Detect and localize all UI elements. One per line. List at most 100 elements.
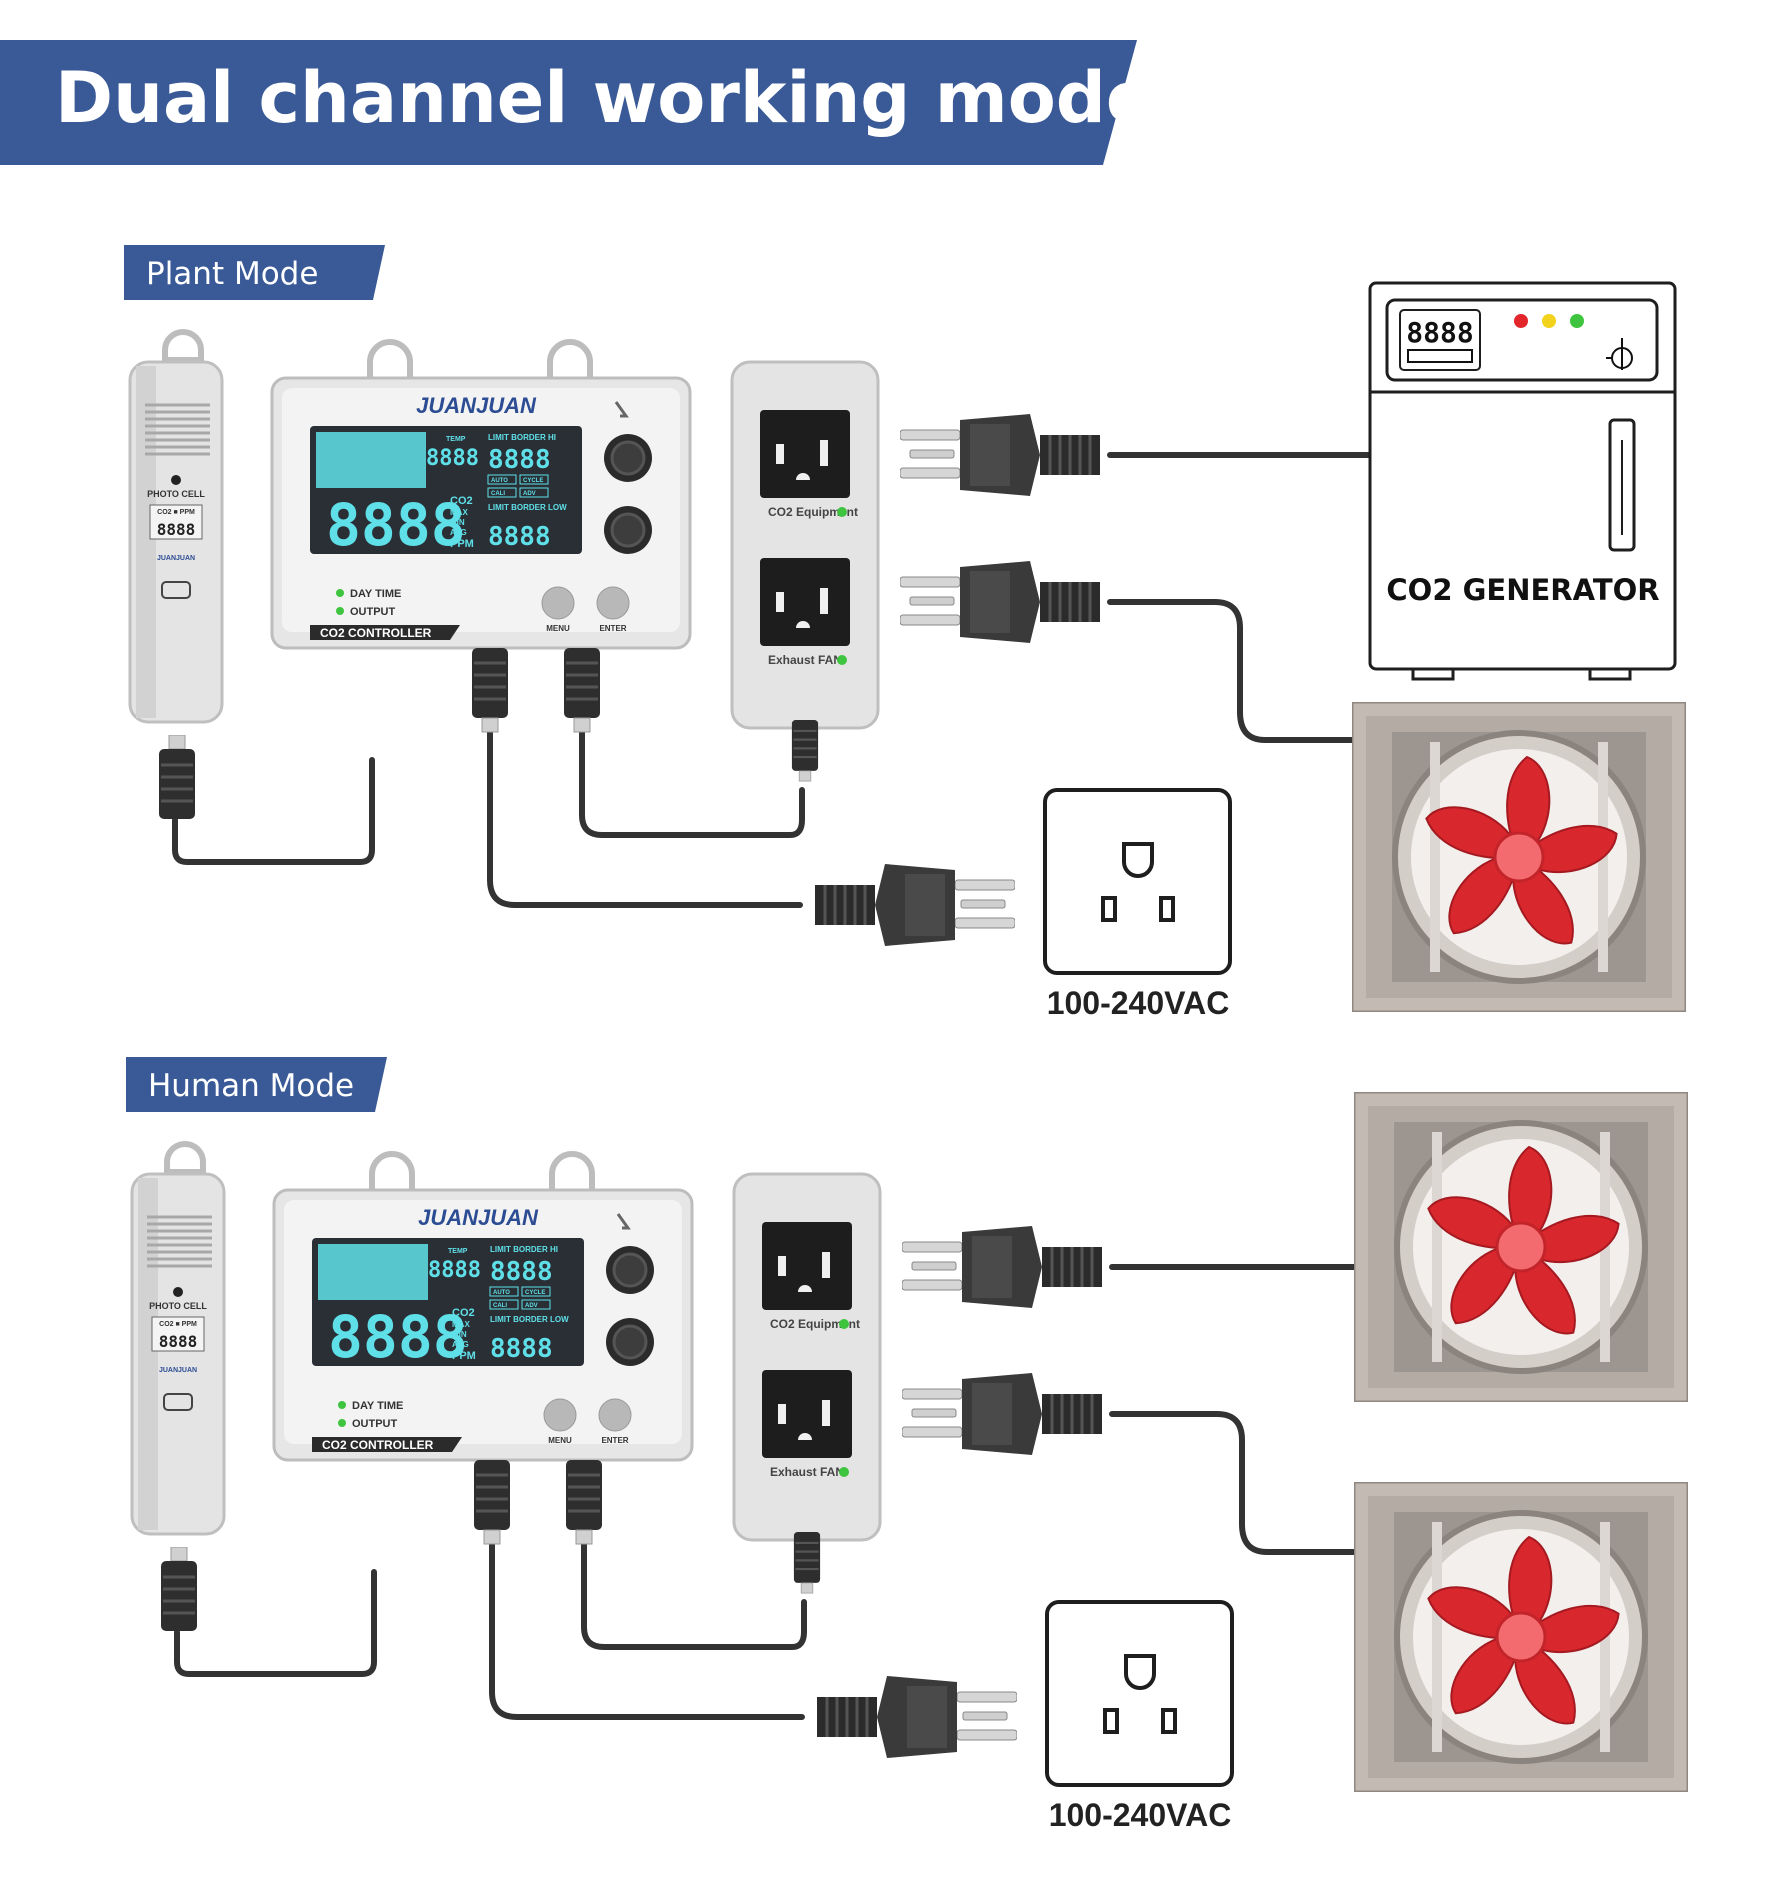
lcd-avg-label: AVG xyxy=(452,1340,469,1349)
sensor-brand: JUANJUAN xyxy=(157,555,195,562)
sensor-button[interactable] xyxy=(163,1393,193,1411)
sensor-label: PHOTO CELL xyxy=(147,489,205,499)
sensor-button[interactable] xyxy=(161,581,191,599)
sensor-label: PHOTO CELL xyxy=(149,1301,207,1311)
outlet-co2-equipment[interactable] xyxy=(762,1222,852,1310)
mode-label: Human Mode xyxy=(148,1068,354,1104)
knob-upper[interactable] xyxy=(606,1246,654,1294)
mains-plug[interactable] xyxy=(815,1674,1017,1760)
mode-label-tab: Plant Mode xyxy=(124,245,385,300)
photo-cell-icon xyxy=(173,1287,183,1297)
voltage-label: 100-240VAC xyxy=(1049,1797,1232,1833)
cables xyxy=(174,1264,1375,1720)
generator-label: CO2 GENERATOR xyxy=(1386,573,1659,607)
menu-button[interactable] xyxy=(543,1398,577,1432)
lcd-min-label: MIN xyxy=(452,1330,467,1339)
sensor-units: CO2 ■ PPM xyxy=(159,1321,197,1328)
plug-channel-2[interactable] xyxy=(902,1371,1104,1457)
plug-channel-1[interactable] xyxy=(902,1224,1104,1310)
outlet-top-label: CO2 Equipment xyxy=(768,505,858,519)
lcd-max-label: MAX xyxy=(450,508,468,517)
lcd-temp-label: TEMP xyxy=(448,1248,468,1255)
wrench-icon xyxy=(616,1213,631,1230)
ground-hole-icon xyxy=(1122,842,1154,878)
controller-data-plug xyxy=(470,648,510,734)
lcd-temp-label: TEMP xyxy=(446,436,466,443)
menu-label: MENU xyxy=(548,1436,572,1445)
mode-label-tab: Human Mode xyxy=(126,1057,387,1112)
day-time-label: DAY TIME xyxy=(350,588,401,600)
lcd-co2-digits: 8888 xyxy=(326,491,466,559)
controller-model-label: CO2 CONTROLLER xyxy=(322,1438,434,1452)
output-led xyxy=(336,607,344,615)
lcd-ppm-label: PPM xyxy=(450,538,474,550)
sensor-lcd: 8888 xyxy=(159,1332,198,1351)
strip-power-cable xyxy=(792,1532,822,1595)
lcd-adv-label: ADV xyxy=(523,491,536,497)
voltage-label: 100-240VAC xyxy=(1047,985,1230,1021)
lcd-limit-hi-digits: 8888 xyxy=(488,445,551,475)
strip-power-cable xyxy=(790,720,820,783)
co2-generator: 8888 CO2 GENERATOR xyxy=(1368,281,1677,681)
photo-cell-icon xyxy=(171,475,181,485)
lcd-temp-digits: 8888 xyxy=(428,1258,481,1283)
led-green xyxy=(1570,314,1584,328)
lcd-cycle-label: CYCLE xyxy=(525,1290,545,1296)
lcd-limit-hi-label: LIMIT BORDER HI xyxy=(488,433,556,442)
lcd-limit-hi-digits: 8888 xyxy=(490,1257,553,1287)
lcd-ppm-label: PPM xyxy=(452,1350,476,1362)
wall-outlet: 100-240VAC xyxy=(1043,788,1232,1021)
lcd-bar-graph xyxy=(316,432,426,488)
co2-outlet-led xyxy=(839,1319,849,1329)
knob-lower[interactable] xyxy=(606,1318,654,1366)
lcd-max-label: MAX xyxy=(452,1320,470,1329)
outlet-exhaust-fan[interactable] xyxy=(760,558,850,646)
title-banner: Dual channel working mode xyxy=(0,40,1153,165)
led-red xyxy=(1514,314,1528,328)
sensor-lcd: 8888 xyxy=(157,520,196,539)
gas-valve-icon xyxy=(1606,338,1633,370)
lcd-limit-low-label: LIMIT BORDER LOW xyxy=(490,1315,569,1324)
lcd-auto-label: AUTO xyxy=(493,1290,510,1296)
lcd-temp-digits: 8888 xyxy=(426,446,479,471)
controller-model-label: CO2 CONTROLLER xyxy=(320,626,432,640)
mains-plug[interactable] xyxy=(813,862,1015,948)
lcd-min-label: MIN xyxy=(450,518,465,527)
exhaust-fan-plant xyxy=(1352,702,1686,1012)
outlet-exhaust-fan[interactable] xyxy=(762,1370,852,1458)
mode-label: Plant Mode xyxy=(146,256,318,292)
enter-button[interactable] xyxy=(598,1398,632,1432)
exhaust-fan-human-1 xyxy=(1354,1092,1688,1402)
enter-label: ENTER xyxy=(599,624,626,633)
ground-hole-icon xyxy=(1124,1654,1156,1690)
co2-outlet-led xyxy=(837,507,847,517)
output-led xyxy=(338,1419,346,1427)
plug-channel-2[interactable] xyxy=(900,559,1102,645)
sensor-plug xyxy=(157,735,197,821)
knob-lower[interactable] xyxy=(604,506,652,554)
lcd-co2-label: CO2 xyxy=(452,1307,475,1319)
lcd-limit-low-digits: 8888 xyxy=(488,522,551,552)
lcd-adv-label: ADV xyxy=(525,1303,538,1309)
lcd-avg-label: AVG xyxy=(450,528,467,537)
plug-channel-1[interactable] xyxy=(900,412,1102,498)
controller-power-cable xyxy=(562,648,602,734)
output-label: OUTPUT xyxy=(352,1418,398,1430)
day-time-led xyxy=(336,589,344,597)
sensor-units: CO2 ■ PPM xyxy=(157,509,195,516)
fan-outlet-led xyxy=(837,655,847,665)
lcd-cali-label: CALI xyxy=(491,491,505,497)
menu-button[interactable] xyxy=(541,586,575,620)
outlet-co2-equipment[interactable] xyxy=(760,410,850,498)
lcd-bar-graph xyxy=(318,1244,428,1300)
lcd-limit-low-label: LIMIT BORDER LOW xyxy=(488,503,567,512)
enter-button[interactable] xyxy=(596,586,630,620)
knob-upper[interactable] xyxy=(604,434,652,482)
output-label: OUTPUT xyxy=(350,606,396,618)
